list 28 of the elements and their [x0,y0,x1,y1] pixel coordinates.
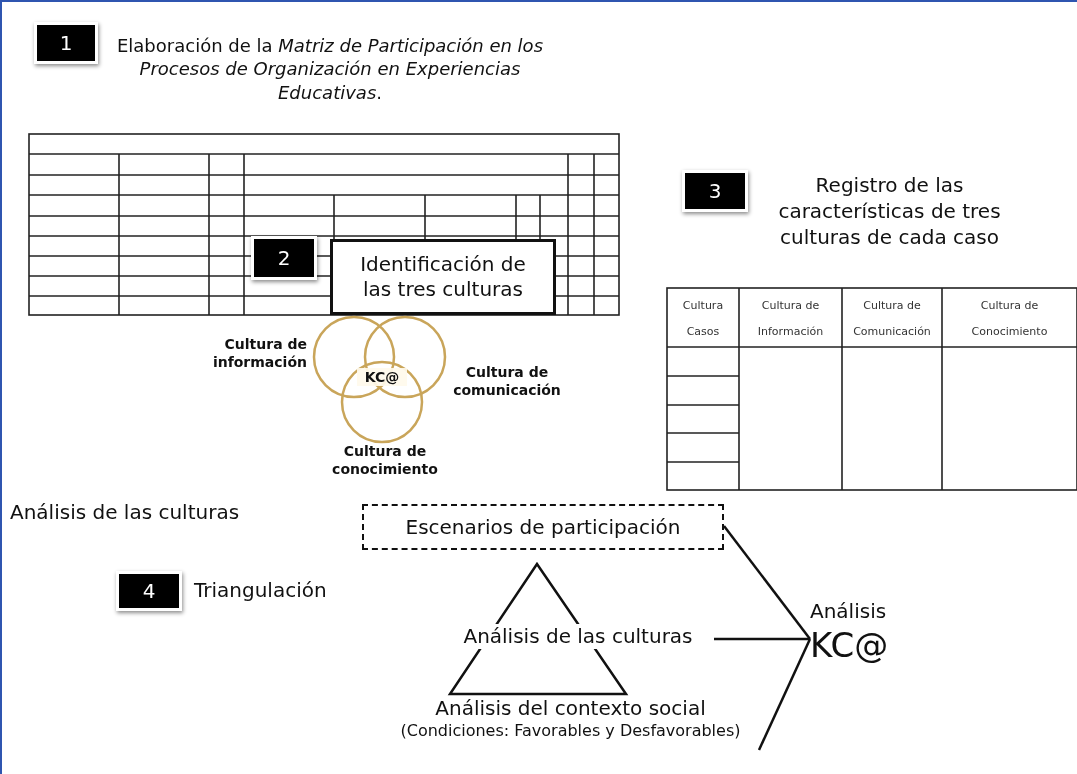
label-text: Cultura de conocimiento [331,442,439,479]
label-text: Cultura de información [211,335,307,372]
step-number-badge: 2 [251,236,317,280]
box-text: Identificación de las tres culturas [359,252,527,302]
step-number-badge: 4 [116,571,182,611]
node-text: Análisis [810,599,887,624]
box-text: Escenarios de participación [405,514,681,540]
step-number-badge: 3 [682,170,748,212]
table-header-cell-text: Cultura de Conocimiento [970,298,1049,341]
label-text: Análisis de las culturas [10,499,241,525]
node-text: Análisis de las culturas [463,624,693,649]
step-number-badge: 1 [34,22,98,64]
connector-line [723,525,811,640]
node-text: KC@ [810,624,889,667]
connector-line [757,638,812,751]
label-text: KC@ [357,368,407,387]
node-text: Análisis del contexto social [435,696,706,721]
process-box [330,239,556,315]
node-text: (Condiciones: Favorables y Desfavorables) [400,721,741,741]
label-text: Registro de las características de tres culturas de cada caso [777,172,1002,250]
table-header-cell-text: Cultura Casos [681,298,725,341]
table-header-cell-text: Cultura de Información [756,298,825,341]
heading-text: Elaboración de la Matriz de Participación en los Procesos de Organización en Experiencias Educativas. [115,34,544,105]
connector-line [714,637,810,641]
label-text: Triangulación [194,577,328,603]
dashed-box [362,504,724,550]
table-header-cell-text: Cultura de Comunicación [852,298,932,341]
label-text: Cultura de comunicación [452,363,562,400]
